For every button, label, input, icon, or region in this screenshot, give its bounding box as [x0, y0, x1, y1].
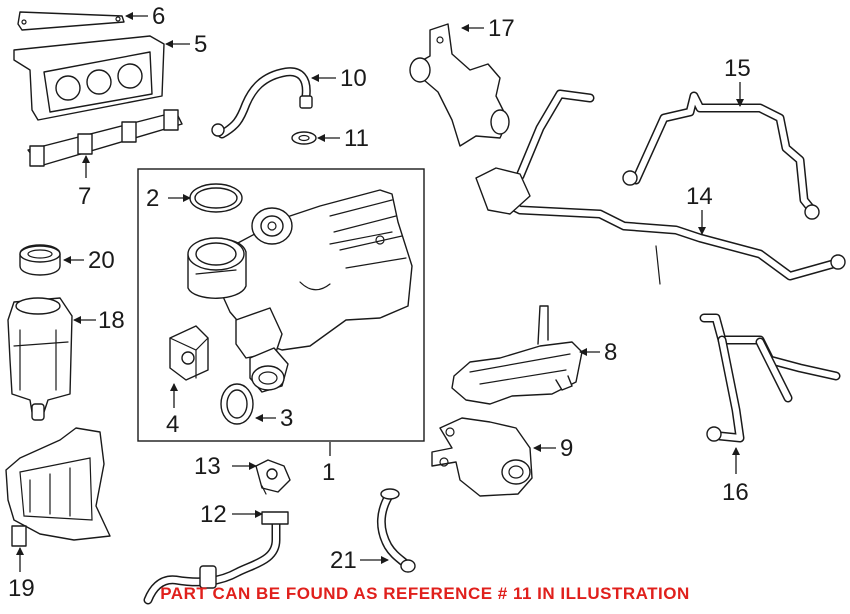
callout-15: 15	[724, 55, 751, 82]
part-20-reservoir-cap	[19, 244, 61, 276]
callout-20: 20	[88, 247, 115, 274]
callout-21: 21	[330, 547, 357, 574]
part-21-hose	[377, 488, 416, 573]
turbo-assembly-frame	[137, 168, 425, 442]
part-13-flange-gasket	[255, 459, 291, 495]
callout-11: 11	[344, 125, 369, 152]
part-8-heat-shield	[451, 305, 583, 405]
part-17-coolant-pipe-bracket	[409, 23, 510, 147]
part-11-washer	[291, 131, 317, 145]
part-11-washer-hole	[298, 134, 310, 142]
part-3-gasket-ring	[220, 383, 254, 425]
callout-9: 9	[560, 435, 573, 462]
part-2-o-ring	[189, 183, 243, 213]
part-19-mounting-bracket	[5, 427, 111, 547]
callout-16: 16	[722, 479, 749, 506]
callout-12: 12	[200, 501, 227, 528]
callout-6: 6	[152, 3, 165, 30]
callout-3: 3	[280, 405, 293, 432]
reference-note: PART CAN BE FOUND AS REFERENCE # 11 IN I…	[160, 584, 690, 603]
callout-leaders	[16, 12, 744, 572]
callout-7: 7	[78, 183, 91, 210]
callout-labels: 1 2 3 4 5 6 7 8 9 10 11 12 13 14 15 16 1…	[8, 3, 751, 602]
part-4-actuator	[169, 325, 209, 381]
callout-1: 1	[322, 459, 335, 486]
callout-5: 5	[194, 31, 207, 58]
callout-19: 19	[8, 575, 35, 602]
callout-4: 4	[166, 411, 179, 438]
part-14-coolant-line	[475, 89, 846, 285]
part-7-bracket	[27, 109, 183, 167]
part-10-oil-feed-line	[211, 67, 313, 139]
callout-8: 8	[604, 339, 617, 366]
part-16-coolant-line	[699, 313, 841, 443]
part-9-support-bracket	[431, 417, 533, 497]
callout-14: 14	[686, 183, 713, 210]
part-12-oil-return-pipe	[143, 511, 289, 605]
callout-17: 17	[488, 15, 515, 42]
callout-13: 13	[194, 453, 221, 480]
part-18-filter-housing	[7, 297, 73, 421]
part-1-turbocharger	[187, 189, 413, 393]
part-6-gasket-strip	[17, 11, 125, 31]
part-15-coolant-line	[622, 91, 820, 220]
callout-18: 18	[98, 307, 125, 334]
callout-2: 2	[146, 185, 159, 212]
part-5-manifold-gasket	[13, 35, 165, 121]
callout-10: 10	[340, 65, 367, 92]
